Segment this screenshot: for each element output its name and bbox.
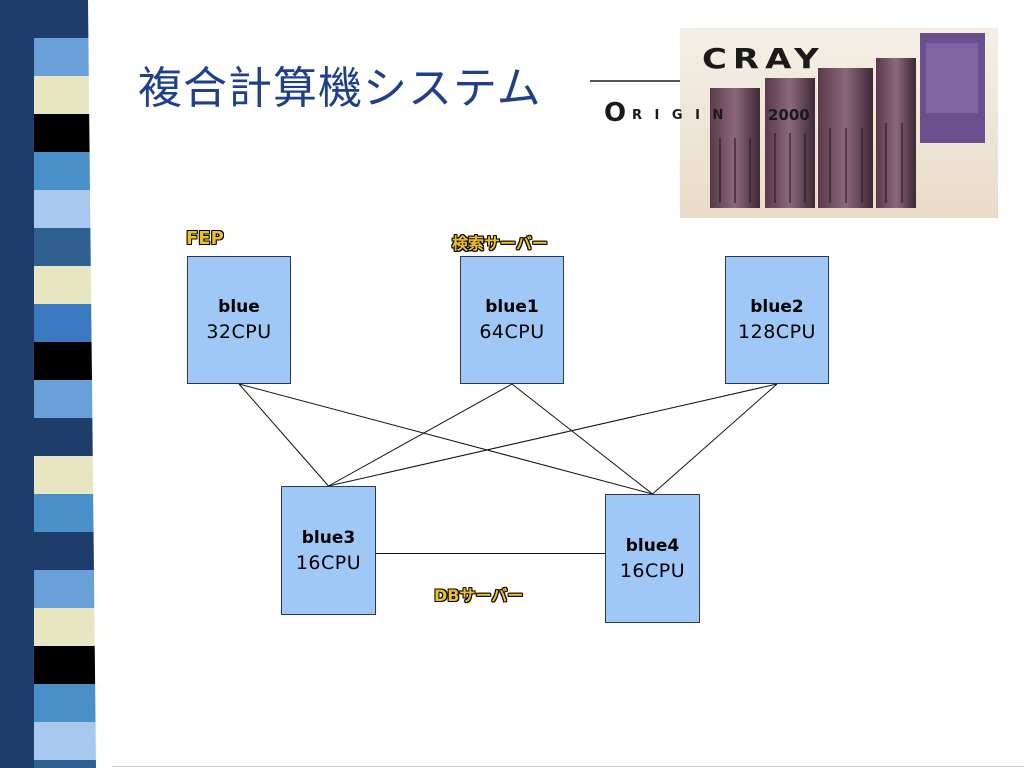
node-blue4: blue4 16CPU <box>605 494 700 623</box>
node-name: blue3 <box>301 527 356 548</box>
node-blue3: blue3 16CPU <box>281 486 376 615</box>
stripe-band <box>34 304 92 342</box>
stripe-band <box>34 532 94 570</box>
stripe-band <box>34 76 90 114</box>
link-blue2-blue3 <box>328 383 778 487</box>
node-cpu: 16CPU <box>619 559 686 582</box>
footer-rule <box>112 766 1024 767</box>
stripe-band <box>34 228 91 266</box>
stripe-band <box>34 722 96 760</box>
node-cpu: 128CPU <box>738 321 816 343</box>
label-fep: FEP <box>186 228 224 249</box>
logo-product-text: R I G I N <box>632 108 727 123</box>
stripe-band <box>34 380 93 418</box>
slide-title: 複合計算機システム <box>138 63 542 114</box>
stripe-band <box>34 494 94 532</box>
stripe-band <box>34 418 93 456</box>
node-cpu: 64CPU <box>479 321 545 343</box>
stripe-band <box>34 342 92 380</box>
stripe-band <box>34 114 90 152</box>
stripe-band <box>34 608 95 646</box>
stripe-band <box>34 0 89 38</box>
logo-product-initial: O <box>604 98 626 128</box>
node-blue2: blue2 128CPU <box>725 256 829 384</box>
cray-origin-logo: CRAY O R I G I N 2000 <box>604 28 998 218</box>
stripe-band <box>34 760 96 768</box>
link-blue-blue4 <box>238 383 653 495</box>
logo-product-number: 2000 <box>768 106 810 124</box>
stripe-band <box>34 38 89 76</box>
stripe-band <box>34 266 92 304</box>
link-blue1-blue4 <box>511 383 653 495</box>
node-blue: blue 32CPU <box>187 256 291 384</box>
stripe-band <box>34 152 90 190</box>
node-cpu: 16CPU <box>295 551 362 574</box>
node-cpu: 32CPU <box>206 321 272 343</box>
label-search-server: 検索サーバー <box>452 234 548 253</box>
link-blue1-blue3 <box>328 383 513 487</box>
decorative-stripe <box>0 0 112 768</box>
stripe-band <box>34 570 95 608</box>
logo-brand-text: CRAY <box>702 43 825 75</box>
node-name: blue2 <box>750 297 804 317</box>
stripe-band <box>34 646 96 684</box>
node-blue1: blue1 64CPU <box>460 256 564 384</box>
node-name: blue4 <box>625 535 680 556</box>
stripe-band <box>34 456 94 494</box>
stripe-band <box>34 684 96 722</box>
node-name: blue1 <box>485 297 539 317</box>
stripe-band <box>34 190 91 228</box>
node-name: blue <box>218 297 260 317</box>
link-blue-blue3 <box>238 383 329 487</box>
link-blue2-blue4 <box>652 383 778 495</box>
label-db-server: DBサーバー <box>434 586 524 605</box>
